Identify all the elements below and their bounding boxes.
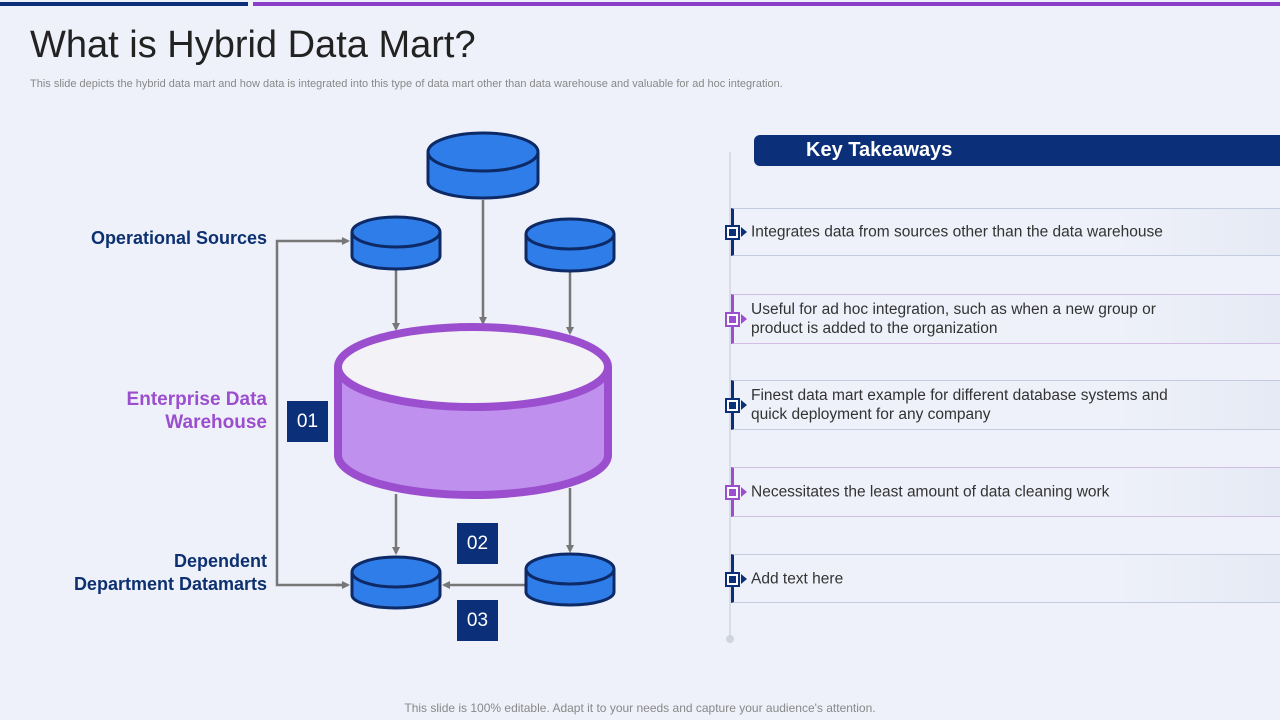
takeaway-text: Integrates data from sources other than … [751,223,1163,241]
label-dependent-datamarts: Dependent Department Datamarts [74,550,267,596]
takeaway-item-4: Necessitates the least amount of data cl… [725,467,1280,517]
takeaway-text: Useful for ad hoc integration, such as w… [751,301,1156,337]
label-enterprise-warehouse: Enterprise Data Warehouse [127,388,267,434]
takeaway-item-2: Useful for ad hoc integration, such as w… [725,294,1280,344]
label-operational-sources: Operational Sources [91,227,267,250]
footer-note: This slide is 100% editable. Adapt it to… [404,701,876,715]
takeaway-text: Finest data mart example for different d… [751,387,1168,423]
number-badge-01: 01 [287,401,328,442]
timeline-end-dot [726,635,734,643]
square-bullet-icon [725,485,740,500]
arrow-right-icon [741,227,747,237]
arrow-right-icon [741,573,747,584]
takeaway-item-5[interactable]: Add text here [725,554,1280,603]
square-bullet-icon [725,398,740,413]
number-badge-03: 03 [457,600,498,641]
key-takeaways-title: Key Takeaways [806,139,953,161]
label-enterprise-line2: Warehouse [165,412,267,433]
page-title: What is Hybrid Data Mart? [30,24,476,66]
takeaway-text-placeholder[interactable]: Add text here [751,570,844,587]
number-badge-02: 02 [457,523,498,564]
top-accent-bar-left [0,2,248,6]
square-bullet-icon [725,312,740,327]
database-icon-op-left [350,215,442,271]
top-accent-bar-right [253,2,1280,6]
page-subtitle: This slide depicts the hybrid data mart … [30,78,783,90]
database-icon-datamart-left [350,555,442,610]
square-bullet-icon [725,571,740,587]
database-icon-top [426,131,540,200]
database-icon-datamart-right [524,552,616,607]
takeaway-item-3: Finest data mart example for different d… [725,380,1280,430]
key-takeaways-header: Key Takeaways [754,135,1280,166]
label-enterprise-line1: Enterprise Data [126,389,267,410]
database-icon-op-right [524,217,616,273]
arrow-right-icon [741,487,747,497]
arrow-right-icon [741,400,747,410]
takeaway-text: Necessitates the least amount of data cl… [751,483,1110,501]
label-dependent-line1: Dependent [173,551,267,571]
arrow-right-icon [741,314,747,324]
hybrid-data-mart-diagram [275,131,616,610]
label-operational-sources-text: Operational Sources [90,228,267,248]
connector-arrows [275,200,574,589]
square-bullet-icon [725,225,740,240]
label-dependent-line2: Department Datamarts [73,574,267,594]
timeline-line [729,152,731,638]
enterprise-warehouse-cylinder [334,323,612,499]
takeaway-item-1: Integrates data from sources other than … [725,208,1280,256]
